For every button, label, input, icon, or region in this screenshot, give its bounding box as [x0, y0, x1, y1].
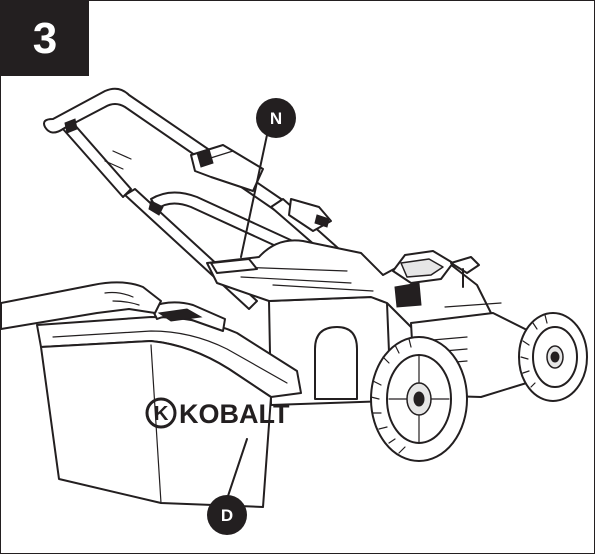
rear-wheel — [370, 336, 468, 462]
callout-d-label: D — [221, 506, 233, 525]
step-number-badge: 3 — [1, 1, 89, 76]
front-wheel — [518, 312, 588, 402]
callout-n-label: N — [270, 109, 282, 128]
grass-catcher-bag — [1, 281, 302, 508]
kobalt-logo-text: KOBALT — [179, 399, 290, 429]
callout-n: N — [240, 98, 296, 258]
kobalt-logo-mark: K — [154, 403, 169, 425]
mower-deck — [206, 239, 534, 406]
kobalt-logo: K KOBALT — [145, 397, 290, 429]
callout-d: D — [207, 438, 248, 535]
